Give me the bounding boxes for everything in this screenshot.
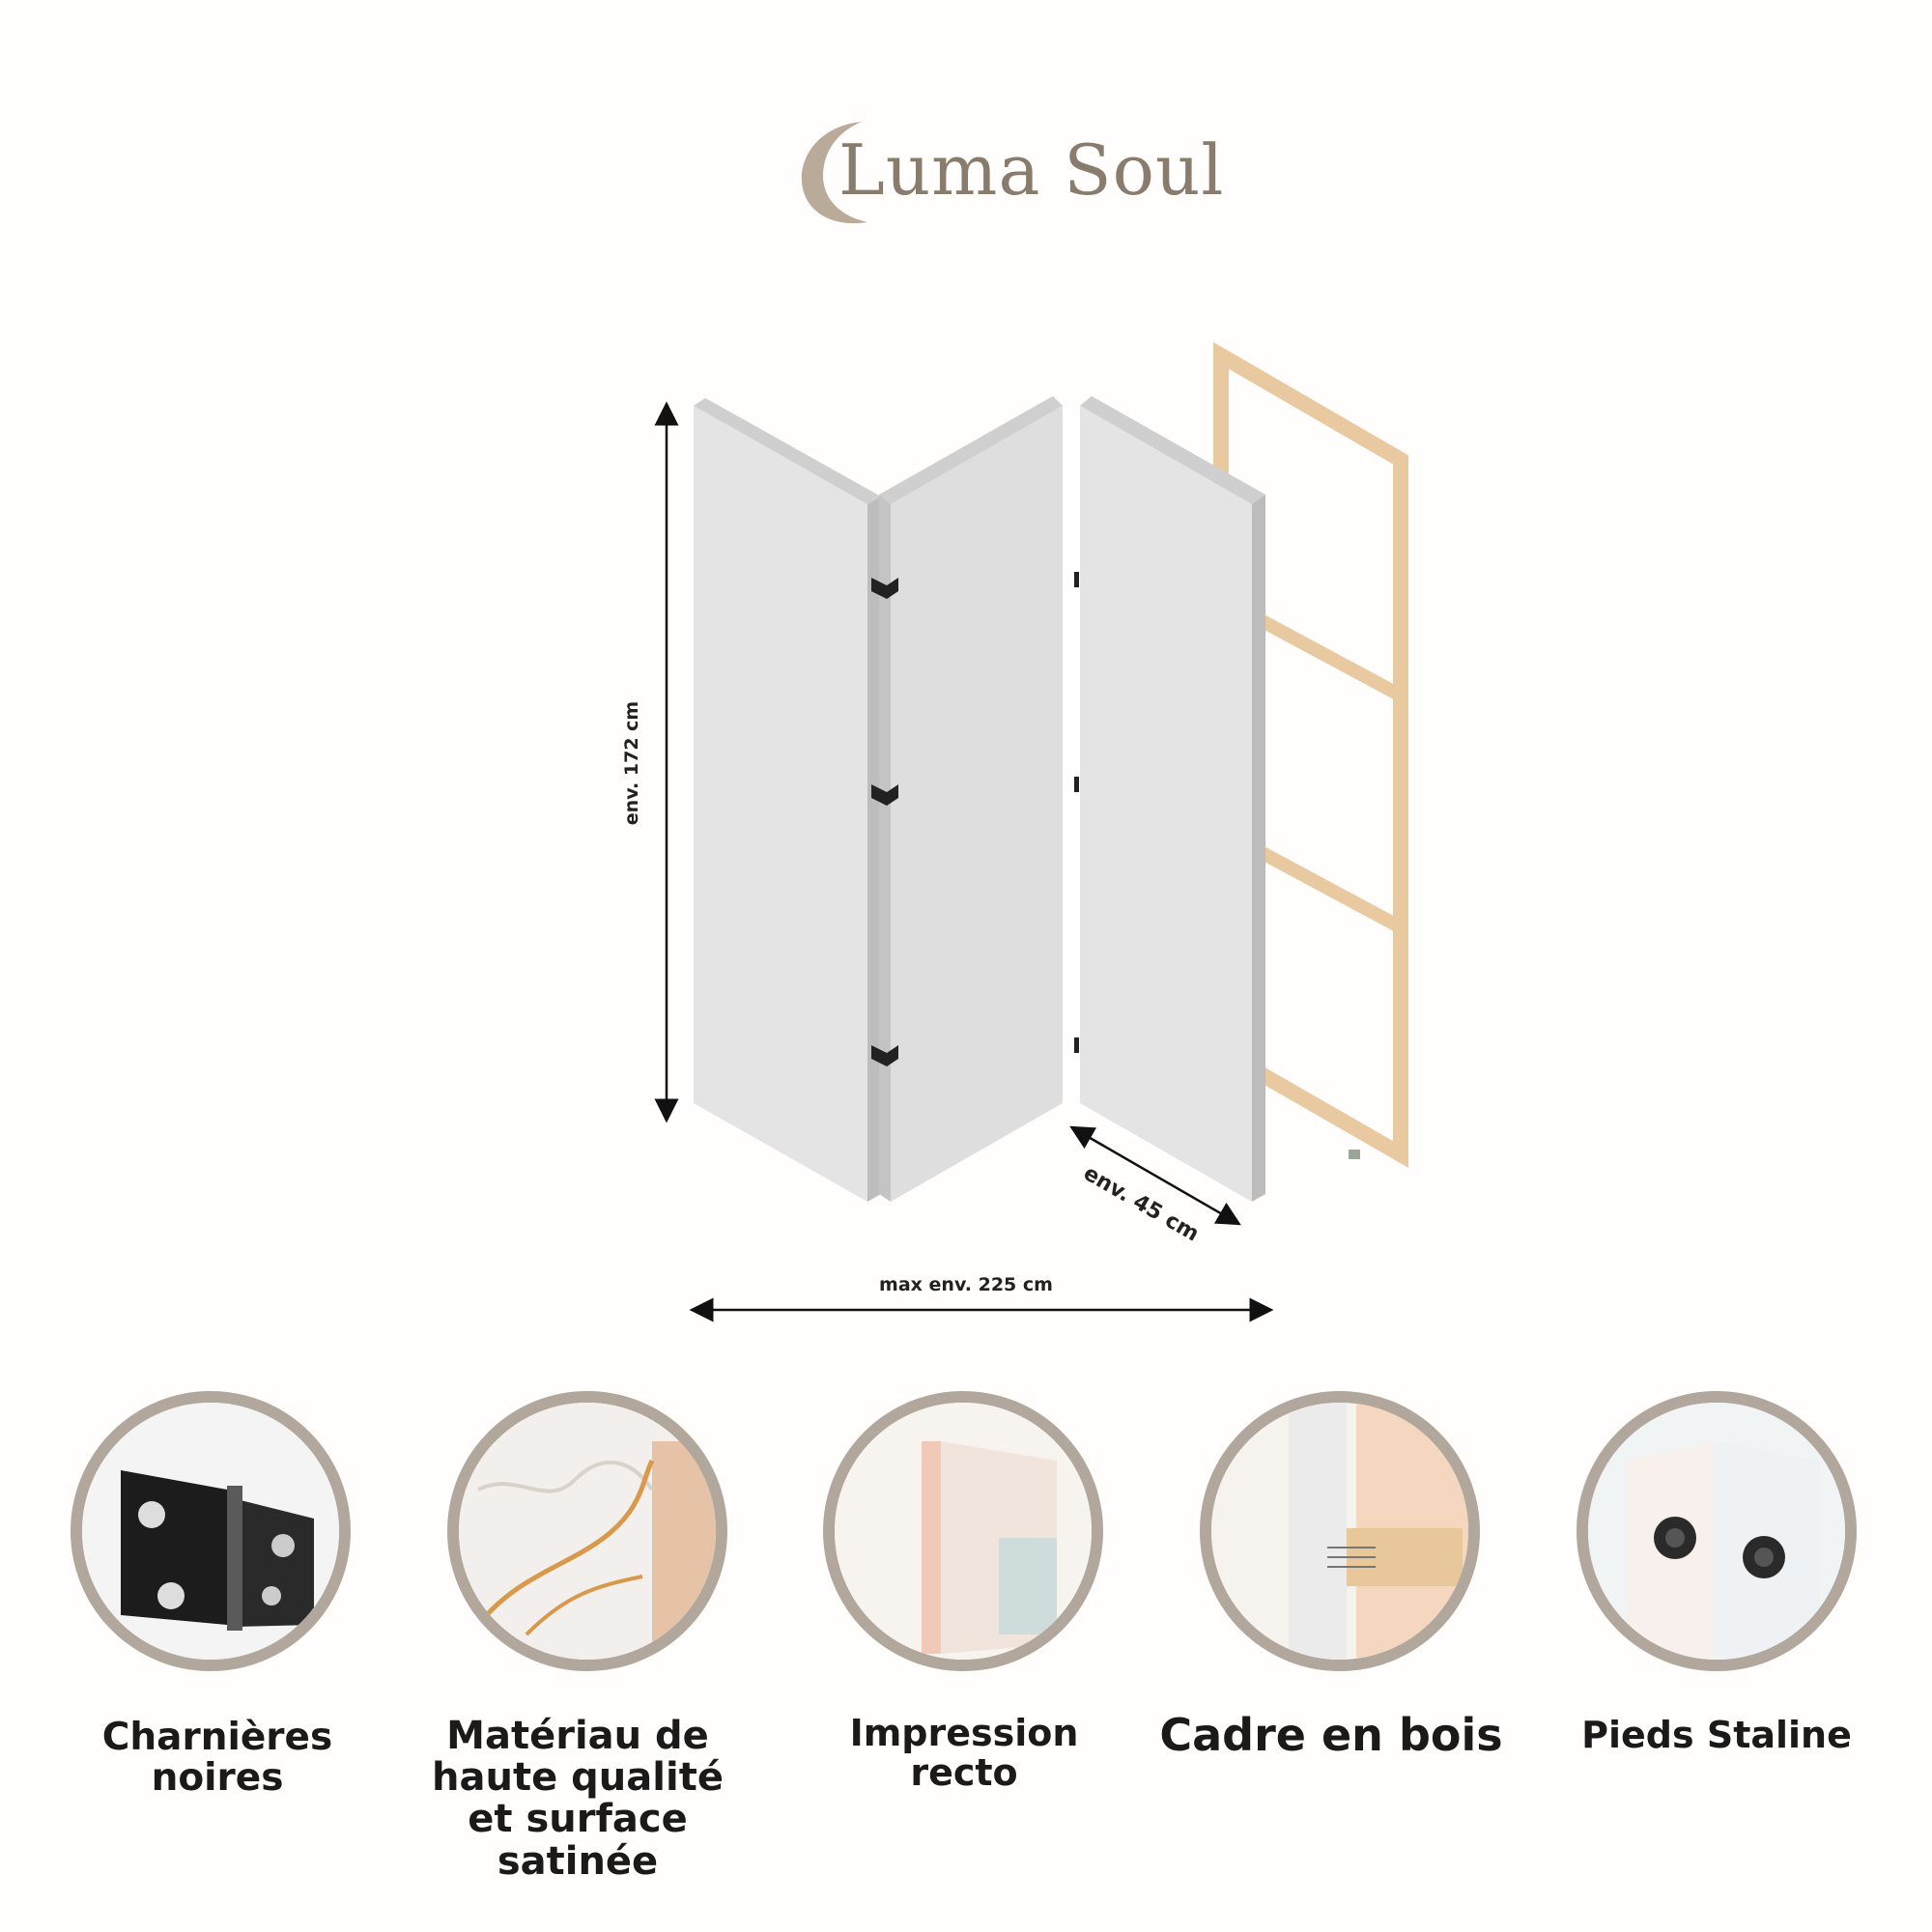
- room-divider-diagram: env. 172 cm env. 45 cm max env. 225 cm: [621, 342, 1408, 1322]
- wood-frame-icon: [1200, 1391, 1480, 1671]
- panel-left: [694, 398, 881, 1202]
- feature-label-print: Impression recto: [849, 1712, 1079, 1795]
- height-label: env. 172 cm: [621, 701, 642, 825]
- black-hinge-icon: [71, 1391, 351, 1671]
- width-label: max env. 225 cm: [879, 1274, 1053, 1295]
- panel-right: [1080, 396, 1265, 1202]
- feature-label-hinges: Charnières noires: [101, 1716, 333, 1801]
- depth-label: env. 45 cm: [1079, 1161, 1203, 1246]
- print-front-icon: [823, 1391, 1103, 1671]
- feature-label-feet: Pieds Staline: [1581, 1714, 1852, 1756]
- brand-name: Luma Soul: [838, 129, 1225, 211]
- depth-arrow: [1069, 1125, 1241, 1226]
- panel-middle: [879, 396, 1063, 1202]
- feature-label-material: Matériau de haute qualité et surface sat…: [432, 1714, 724, 1884]
- crescent-moon-icon: [801, 122, 867, 224]
- satin-surface-icon: [447, 1391, 727, 1671]
- brand-logo: Luma Soul: [792, 116, 1223, 232]
- hinges: [871, 572, 1079, 1066]
- feet-icon: [1577, 1391, 1857, 1671]
- feature-label-frame: Cadre en bois: [1159, 1709, 1503, 1761]
